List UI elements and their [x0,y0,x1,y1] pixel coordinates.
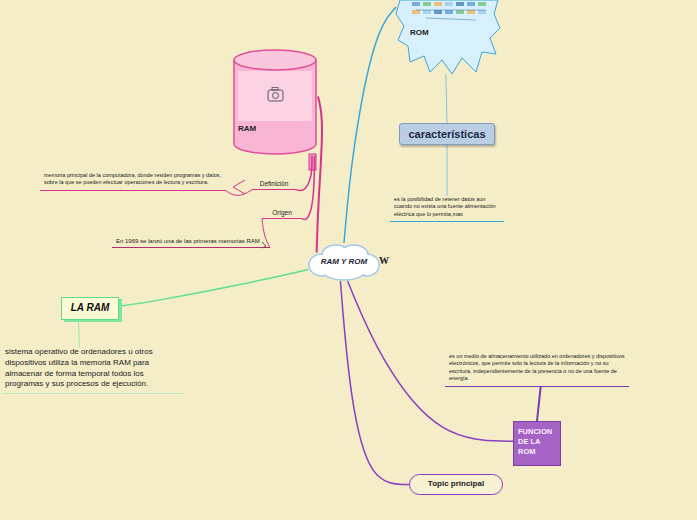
subtopic: Definición [252,180,296,190]
node-text: LA RAM [62,298,118,318]
camera-icon [268,88,283,102]
subtopic: Origen [262,209,302,219]
branch-line [226,190,252,196]
node-text: RAM [238,124,256,135]
ram-cylinder-outline [232,48,318,156]
topic-box: LA RAM [61,297,119,320]
note-text: es un medio de almacenamiento utilizado … [445,353,629,387]
note-text: memoria principal de la computadora, don… [40,172,226,191]
topic-pill: Topic principal [409,474,503,495]
branch-line [119,270,308,307]
branch-line [340,281,409,485]
branch-line [296,156,312,191]
topic-box: FUNCION DE LA ROM [513,421,561,466]
node-text: Origen [262,209,302,218]
node-text: FUNCION DE LA ROM [518,427,556,456]
rom-illustration [412,2,486,20]
node-text: sistema operativo de ordenadores u otros… [5,347,183,390]
ram-cylinder: RAM [232,48,318,156]
rom-shape: ROM [396,0,502,74]
branch-line [317,97,322,253]
branch-line [344,7,396,243]
branch-line [537,387,541,421]
central-cloud: RAM Y ROM [308,243,380,281]
branch-line [262,219,270,248]
node-text: En 1969 se lanzó una de las primeras mem… [116,237,268,245]
node-text: Definición [252,180,296,189]
branch-line [446,74,447,123]
node-text: es un medio de almacenamiento utilizado … [449,353,627,383]
branch-line [78,320,79,347]
note-text: es la posibilidad de retener datos aun c… [390,196,504,222]
node-text: ROM [410,28,429,39]
branch-line [447,145,448,196]
branch-line [302,156,315,219]
node-text: Topic principal [410,475,502,493]
wiki-icon: W [379,255,389,266]
topic-box: características [399,123,495,145]
node-text: RAM Y ROM [308,243,380,281]
bracket [233,180,245,194]
node-text: memoria principal de la computadora, don… [44,172,222,187]
note-text: sistema operativo de ordenadores u otros… [3,347,185,394]
node-text: es la posibilidad de retener datos aun c… [394,196,502,218]
node-text: características [400,124,494,144]
note-text: En 1969 se lanzó una de las primeras mem… [112,237,270,248]
